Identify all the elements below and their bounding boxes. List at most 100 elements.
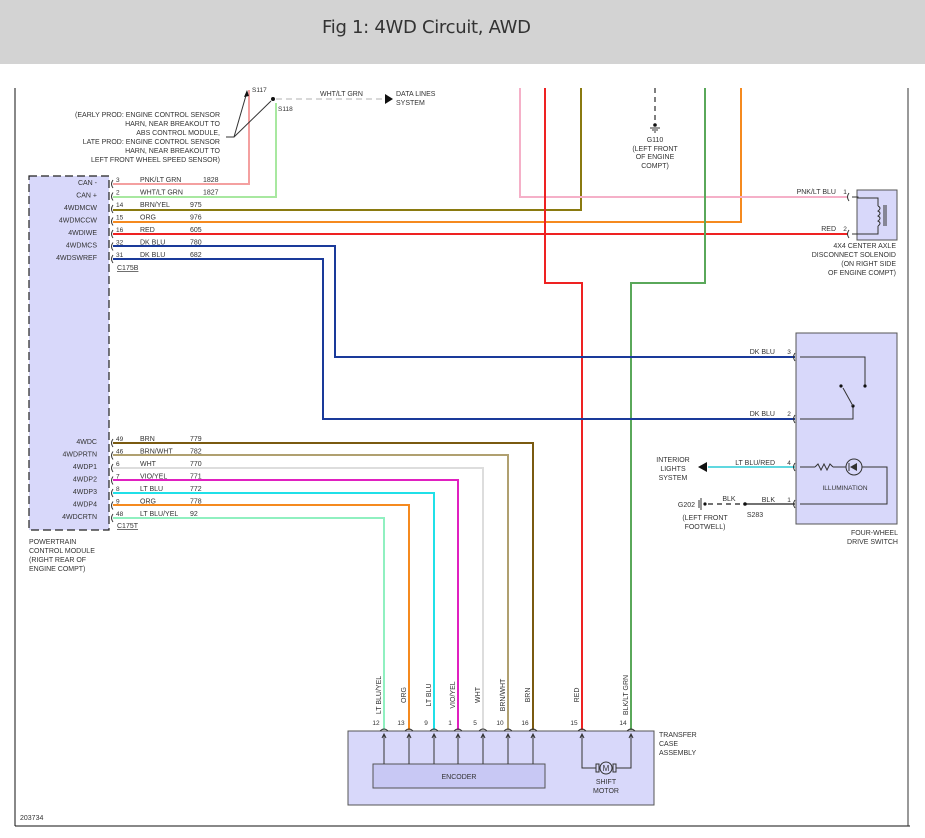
pcm-pin-circuit: 778	[190, 499, 202, 506]
pcm-pin-number: 15	[116, 215, 124, 222]
transfer-case-pin-number: 5	[473, 720, 477, 727]
pcm-pin-number: 6	[116, 461, 120, 468]
wire-4wdc	[113, 442, 534, 730]
arrow-up-icon	[505, 732, 511, 739]
encoder-connections	[383, 735, 534, 764]
pcm-pin-wire-color: DK BLU	[140, 252, 165, 259]
data-lines-reference: WHT/LT GRN DATA LINES SYSTEM	[320, 91, 436, 107]
wires	[113, 88, 848, 730]
connector-cup-icon	[111, 476, 114, 485]
connector-cup-icon	[111, 217, 114, 226]
arrow-right-icon	[385, 94, 393, 104]
transfer-case-pin-wire: BLK/LT GRN	[623, 675, 630, 715]
arrow-up-icon	[579, 732, 585, 739]
transfer-case-name: ASSEMBLY	[659, 750, 697, 757]
pcm-pin-number: 14	[116, 202, 124, 209]
pcm-pin-signal: 4WDC	[76, 439, 97, 446]
connector-cup-icon	[478, 728, 488, 732]
transfer-case-pin-number: 10	[496, 720, 504, 727]
transfer-case-pin-wire: LT BLU	[426, 683, 433, 706]
transfer-case-pin: 14 BLK/LT GRN	[619, 675, 636, 739]
transfer-case-pin-number: 16	[521, 720, 529, 727]
pcm-pin-wire-color: LT BLU/YEL	[140, 511, 178, 518]
wire-4wdprtn	[113, 454, 509, 730]
arrow-up-icon	[381, 732, 387, 739]
transfer-case-pin-number: 12	[372, 720, 380, 727]
solenoid-name: DISCONNECT SOLENOID	[812, 252, 896, 259]
motor-icon	[599, 761, 613, 775]
ground-g202-location: (LEFT FRONT	[682, 515, 728, 522]
wire-4wdp1	[113, 467, 484, 730]
pcm-pin-signal: 4WDMCCW	[59, 218, 97, 225]
splice-s283-dot	[743, 502, 747, 506]
connector-cup-icon	[453, 728, 463, 732]
solenoid-pin2-wire: RED	[821, 226, 836, 233]
diagram-frame	[14, 88, 910, 827]
connector-cup-icon	[111, 451, 114, 460]
pcm-pin-circuit: 770	[190, 461, 202, 468]
connector-cup-icon	[111, 501, 114, 510]
figure-id: 203734	[20, 815, 43, 822]
switch-pin4-number: 4	[787, 460, 791, 467]
solenoid-name: 4X4 CENTER AXLE	[833, 243, 896, 250]
ground-g202-id: G202	[678, 502, 695, 509]
splice-s118-label: S118	[278, 106, 293, 113]
pcm-pin-wire-color: WHT	[140, 461, 157, 468]
connector-cup-icon	[111, 192, 114, 201]
pcm-pin-circuit: 782	[190, 449, 202, 456]
pcm-pin-number: 46	[116, 449, 124, 456]
switch-pin3-wire: DK BLU	[750, 349, 775, 356]
pcm-pin-circuit: 1828	[203, 177, 219, 184]
pcm-pin-signal: CAN -	[78, 180, 98, 187]
transfer-case-pin-number: 1	[448, 720, 452, 727]
ground-g202-location: FOOTWELL)	[685, 524, 726, 531]
wire-4wdp3	[113, 492, 435, 730]
pcm-pin-circuit: 780	[190, 240, 202, 247]
splice-s117-label: S117	[252, 87, 267, 94]
arrow-up-icon	[628, 732, 634, 739]
arrow-up-icon	[480, 732, 486, 739]
switch-pin1-wire: BLK	[762, 497, 776, 504]
pcm-pin-signal: 4WDPRTN	[63, 452, 97, 459]
arrow-up-icon	[530, 732, 536, 739]
solenoid-location: (ON RIGHT SIDE	[841, 261, 896, 268]
pcm-pin-wire-color: BRN	[140, 436, 155, 443]
arrow-up-icon	[455, 732, 461, 739]
pcm-pin-signal: CAN +	[76, 193, 97, 200]
transfer-case-pin-wire: LT BLU/YEL	[376, 676, 383, 714]
figure-header: Fig 1: 4WD Circuit, AWD	[0, 0, 925, 64]
pcm-pin-signal: 4WDMCS	[66, 243, 97, 250]
pcm-pin-wire-color: BRN/WHT	[140, 449, 173, 456]
connector-cup-icon	[111, 242, 114, 251]
ground-g202: G202 BLK S283 (LEFT FRONT FOOTWELL)	[678, 496, 763, 531]
resistor-icon	[814, 462, 834, 472]
wire-4wdp2	[113, 479, 459, 730]
wire-4wdmccw	[113, 88, 742, 223]
data-lines-wire-label: WHT/LT GRN	[320, 91, 363, 98]
splice-note-line: HARN, NEAR BREAKOUT TO	[125, 121, 220, 128]
wire-motor-red	[544, 88, 583, 730]
transfer-case-pin: 12 LT BLU/YEL	[372, 676, 389, 739]
shift-motor-label: SHIFT	[596, 779, 617, 786]
transfer-case-pin-number: 15	[570, 720, 578, 727]
ground-g110-location: COMPT)	[641, 163, 669, 170]
pcm-pin-circuit: 976	[190, 215, 202, 222]
encoder-label: ENCODER	[441, 774, 476, 781]
pcm-pin-row: 4WDPRTN 46 BRN/WHT 782	[63, 449, 202, 460]
splice-note-line: HARN, NEAR BREAKOUT TO	[125, 148, 220, 155]
pcm-pin-signal: 4WDP3	[73, 489, 97, 496]
transfer-case-pin-number: 14	[619, 720, 627, 727]
switch-name: FOUR-WHEEL	[851, 530, 898, 537]
pcm-pin-signal: 4WDMCW	[64, 205, 97, 212]
switch-contact-icon	[842, 387, 854, 407]
splice-s118-dot	[271, 97, 275, 101]
